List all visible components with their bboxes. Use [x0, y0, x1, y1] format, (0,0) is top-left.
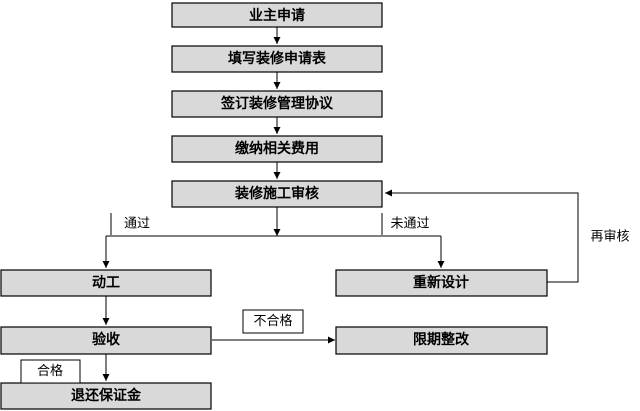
node-pay-fees: 缴纳相关费用 [171, 135, 383, 163]
edge-label: 不合格 [253, 313, 292, 329]
node-label: 限期整改 [413, 331, 470, 348]
edge-label: 合格 [37, 363, 63, 379]
node-label: 动工 [92, 274, 120, 291]
node-owner-apply: 业主申请 [171, 2, 383, 28]
node-label: 退还保证金 [71, 387, 142, 404]
node-label: 验收 [92, 331, 121, 348]
edge-label: 通过 [124, 217, 150, 232]
node-refund-deposit: 退还保证金 [0, 382, 212, 410]
node-construction-review: 装修施工审核 [171, 180, 383, 208]
node-label: 装修施工审核 [234, 185, 319, 202]
node-rectify: 限期整改 [335, 326, 548, 355]
arrow-re-review-loop [385, 189, 579, 283]
node-sign-agreement: 签订装修管理协议 [171, 90, 383, 118]
node-label: 填写装修申请表 [228, 50, 327, 67]
label-not-passed: 未通过 [381, 213, 438, 235]
label-unqualified: 不合格 [242, 309, 304, 334]
connectors [102, 27, 579, 381]
node-fill-form: 填写装修申请表 [171, 45, 383, 73]
label-passed: 通过 [110, 213, 163, 235]
edge-label: 再审核 [590, 230, 629, 245]
label-qualified: 合格 [20, 359, 81, 384]
node-label: 缴纳相关费用 [235, 140, 319, 157]
node-label: 重新设计 [413, 274, 469, 291]
node-redesign: 重新设计 [335, 269, 548, 297]
node-label: 业主申请 [249, 7, 305, 24]
node-acceptance: 验收 [0, 326, 212, 355]
edge-label: 未通过 [390, 217, 429, 232]
node-start-work: 动工 [0, 269, 212, 297]
label-re-review: 再审核 [582, 226, 638, 248]
node-label: 签订装修管理协议 [220, 95, 334, 112]
